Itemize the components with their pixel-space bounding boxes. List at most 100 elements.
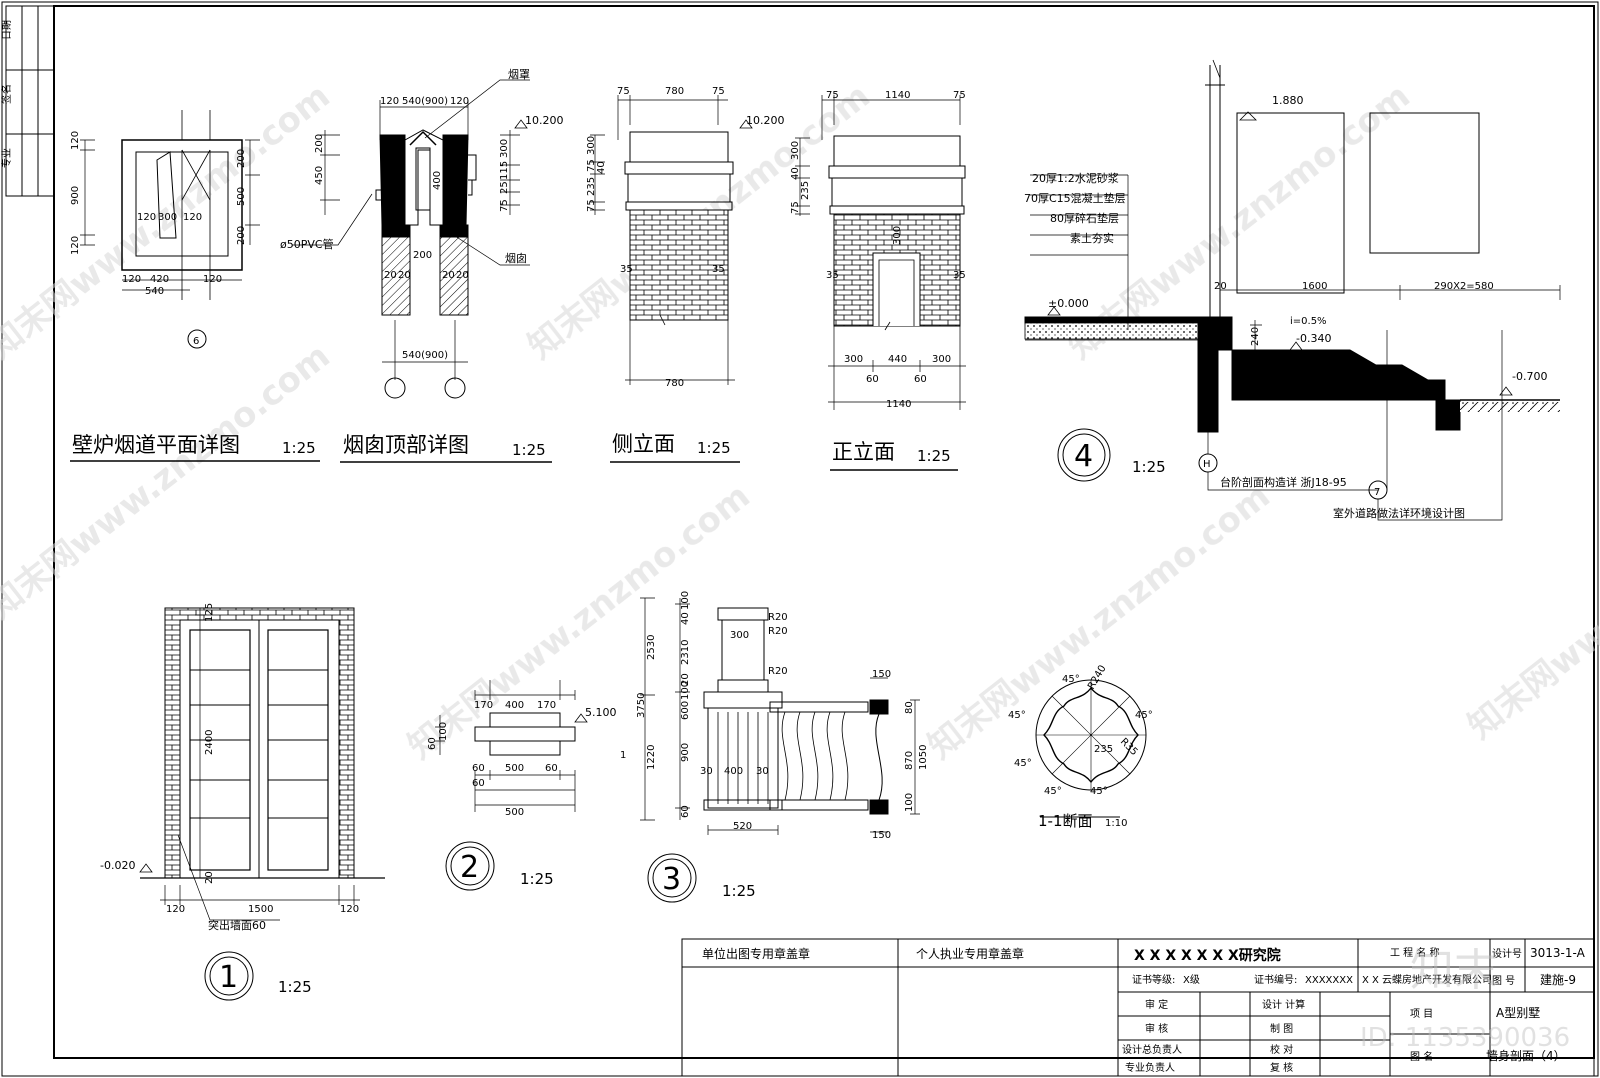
cert-level-label: 证书等级: [1132,973,1175,986]
dim-label: 20 [398,270,411,281]
dim-label: R20 [768,626,788,637]
dim-label: 170 [474,700,493,711]
dim-label: 870 [904,751,915,770]
dim-label: 25 [499,181,510,194]
dim-label: 75 [617,86,630,97]
dim-label: 20 [384,270,397,281]
angle-label: 45° [1014,758,1032,769]
dim-label: 100 [680,681,691,700]
level-mark: -0.340 [1296,332,1331,345]
level-mark: 10.200 [746,114,785,127]
role-label: 设计总负责人 [1122,1043,1182,1056]
watermark-text: 知末网www.znzmo.com [921,476,1278,767]
balustrade-elevation [640,597,920,903]
detail-marker-number: 4 [1074,439,1093,474]
role-label: 复 核 [1270,1061,1293,1074]
angle-label: 45° [1062,674,1080,685]
dim-label: 40 [596,161,607,174]
dim-label: 780 [665,378,684,389]
dim-label: 80 [904,701,915,714]
balustrade-labels: 3750 2530 1220 2310 300 600 900 60 100 4… [620,591,929,900]
dim-label: 20 [442,270,455,281]
dim-label: 30 [756,766,769,777]
hood-label: 烟罩 [508,67,530,81]
dim-label: 120 [380,96,399,107]
cap-detail-labels: 170 400 170 100 60 500 60 60 60 500 5.10… [427,700,617,888]
chimney-top-scale: 1:25 [512,441,546,459]
dim-label: 40 [680,612,691,625]
dim-label: 300 [790,141,801,160]
dim-label: 500 [505,807,524,818]
drawing-name-label: 图 名 [1410,1050,1433,1063]
dim-label: 100 [680,591,691,610]
dim-label: 60 [472,763,485,774]
title-block-frame [681,938,1595,1077]
dim-label: 780 [665,86,684,97]
dim-label: 35 [826,270,839,281]
dim-label: 200 [236,149,247,168]
step-section-labels: 20厚1:2水泥砂浆 70厚C15混凝土垫层 80厚碎石垫层 素土夯实 1.88… [1024,94,1547,520]
detail-marker-number: 3 [662,862,681,897]
dim-label: 100 [438,722,449,741]
dim-label: 35 [953,270,966,281]
dim-label: 75 [586,199,597,212]
dim-label: 60 [545,763,558,774]
dim-label: 235 [586,177,597,196]
dim-label: 75 [826,90,839,101]
detail-marker-number: 1 [219,960,238,995]
dim-label: 60 [472,778,485,789]
dim-label: 1600 [1302,281,1327,292]
dim-label: 60 [914,374,927,385]
dim-label: 2310 [680,640,691,665]
fireplace-plan-scale: 1:25 [282,439,316,457]
dim-label: 75 [586,159,597,172]
door-elevation [139,607,385,1001]
dim-label: 450 [314,166,325,185]
level-mark: 10.200 [525,114,564,127]
dim-label: 200 [314,134,325,153]
side-label-discipline: 专业 [0,148,13,168]
dim-label: 75 [712,86,725,97]
dim-label: 150 [872,669,891,680]
dim-label: 125 [204,603,215,622]
dim-label: 300 [586,136,597,155]
title-block-text: 单位出图专用章盖章 个人执业专用章盖章 X X X X X X X研究院 证书等… [702,946,1586,1074]
dim-label: 35 [620,264,633,275]
dim-label: 300 [158,212,177,223]
level-mark: 5.100 [585,706,617,719]
radius-label: R35 [1118,736,1140,758]
role-label: 设计 计算 [1262,998,1305,1011]
dim-label: 300 [844,354,863,365]
cap-detail [435,680,588,891]
dim-label: 30 [700,766,713,777]
dim-label: 500 [505,763,524,774]
dim-label: 500 [236,187,247,206]
detail-scale: 1:25 [722,882,756,900]
layer-label: 素土夯实 [1070,231,1114,245]
level-mark: ±0.000 [1048,297,1089,310]
dim-label: 120 [450,96,469,107]
dim-label: 120 [70,131,81,150]
dim-label: 3750 [636,693,647,718]
section-1-1-labels: 45° 45° 45° 45° 45° 45° R240 R35 235 1-1… [1008,663,1153,830]
fireplace-flue-plan [80,110,260,349]
dim-label: 35 [712,264,725,275]
design-no-label: 设计号 [1492,947,1522,960]
section-title: 1-1断面 [1038,812,1093,830]
dim-label: 75 [499,199,510,212]
step-note: 台阶剖面构造详 浙J18-95 [1220,475,1347,489]
cert-level: X级 [1183,974,1200,986]
project-label: 工 程 名 称 [1390,946,1440,959]
dim-label: 2530 [646,635,657,660]
dim-label: 240 [1250,327,1261,346]
dim-label: 200 [236,226,247,245]
front-elevation [795,95,966,410]
chimney-label: 烟囱 [505,251,527,265]
road-note: 室外道路做法详环境设计图 [1333,506,1465,520]
dim-label: 900 [70,186,81,205]
dim-label: 60 [1234,384,1247,395]
dim-label: 120 [183,212,202,223]
step-section [1024,59,1561,521]
dim-label: 540 [145,286,164,297]
